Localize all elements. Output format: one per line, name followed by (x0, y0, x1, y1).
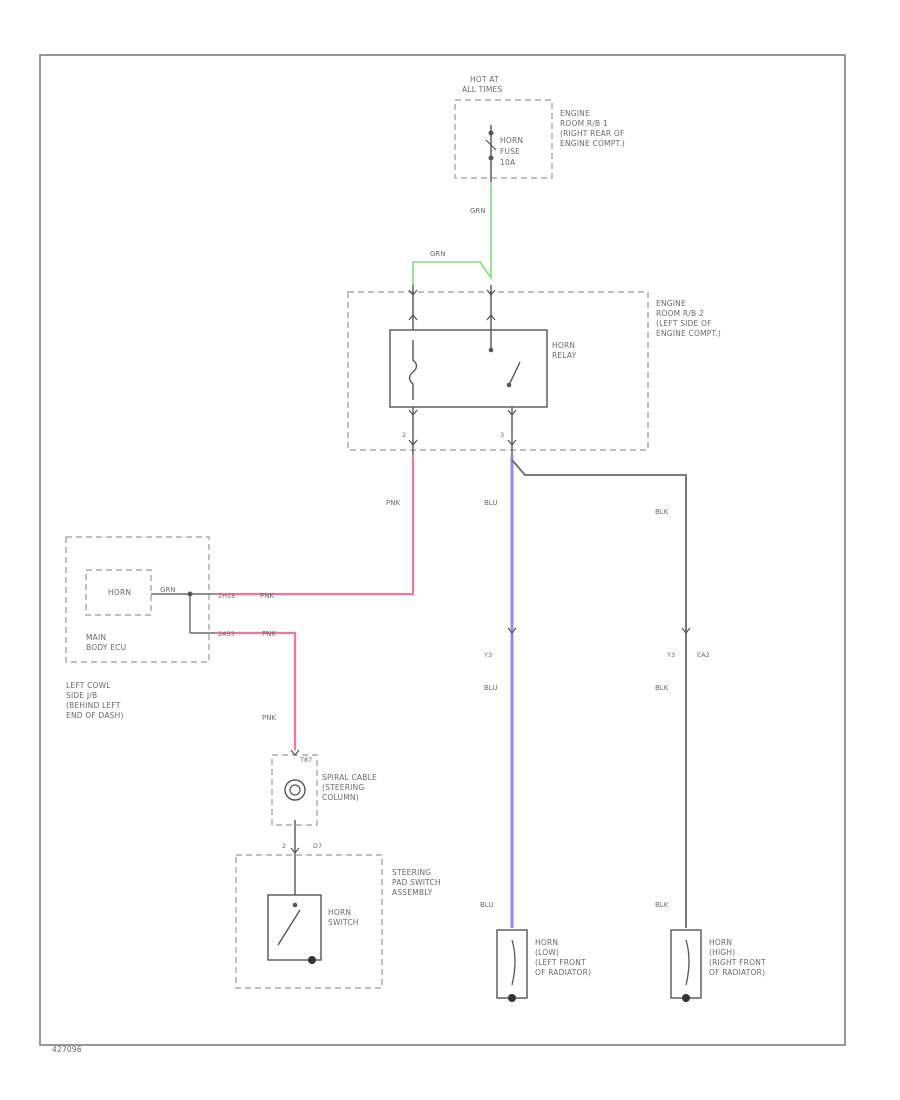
fuse-element-icon (485, 139, 497, 151)
ecu-connector-2: 2A53 (218, 630, 235, 638)
connector-y3: Y3 (483, 651, 492, 659)
horn-low-icon (511, 939, 516, 986)
horn-switch-box (267, 894, 322, 961)
wire-label-grn-b: GRN (430, 250, 446, 258)
wire-label-pnk-b: PNK (260, 592, 274, 600)
spiral-pin: T87 (299, 756, 312, 764)
pad-connector: D7 (313, 842, 322, 850)
jb-label-3: (BEHIND LEFT (66, 701, 121, 710)
relay-switch-arm (508, 361, 521, 386)
spiral-cable-box (271, 754, 318, 826)
ecu-junction-dot (187, 591, 193, 597)
rb1-label-4: ENGINE COMPT.) (560, 139, 625, 148)
spiral-cable-inner (289, 784, 301, 796)
pad-label-2: PAD SWITCH (392, 878, 441, 887)
relay-coil-icon (408, 340, 418, 400)
horn-relay-box (389, 329, 548, 408)
rb1-label-1: ENGINE (560, 109, 590, 118)
wire-label-blk-a: BLK (655, 508, 669, 516)
wire-grn-fuse-to-relay (412, 182, 492, 285)
rb1-label-2: ROOM R/B 1 (560, 119, 608, 128)
wire-label-pnk-a: PNK (386, 499, 400, 507)
fuse-terminal-top (488, 130, 494, 136)
relay-contact-point (488, 347, 494, 353)
hot-label-1: HOT AT (470, 75, 499, 84)
relay-pin-2: 2 (402, 431, 406, 439)
horn-switch-label-1: HORN (328, 908, 351, 917)
relay-connector-ticks (408, 289, 517, 446)
diagram-frame (39, 54, 846, 1046)
wire-label-blu-c: BLU (480, 901, 493, 909)
steering-pad-switch-box (235, 854, 383, 989)
horn-switch-arm (277, 909, 301, 946)
ecu-label-2: BODY ECU (86, 643, 126, 652)
spiral-label-1: SPIRAL CABLE (322, 773, 377, 782)
pad-label-3: ASSEMBLY (392, 888, 433, 897)
horn-high-ground (682, 994, 690, 1002)
wire-label-pnk-c: PNK (262, 630, 276, 638)
connector-ea2: EA2 (697, 651, 710, 659)
wire-pnk-relay-to-ecu (215, 455, 415, 596)
wire-label-grn-ecu: GRN (160, 586, 176, 594)
hot-label-2: ALL TIMES (462, 85, 502, 94)
horn-high-label-4: OF RADIATOR) (709, 968, 765, 977)
wire-label-blu-b: BLU (484, 684, 497, 692)
horn-low-ground (508, 994, 516, 1002)
horn-low-label-2: (LOW) (535, 948, 559, 957)
wire-blk-relay-to-horn-high (511, 459, 687, 928)
rb2-label-1: ENGINE (656, 299, 686, 308)
horn-low-label-1: HORN (535, 938, 558, 947)
relay-switch-pivot (506, 382, 512, 388)
fuse-label-2: FUSE (500, 147, 520, 156)
pad-pin: 2 (282, 842, 286, 850)
wire-label-blk-c: BLK (655, 901, 669, 909)
engine-room-rb2-box (347, 291, 649, 451)
relay-label-2: RELAY (552, 351, 577, 360)
ecu-horn-label: HORN (108, 588, 131, 597)
relay-pin-3: 3 (500, 431, 504, 439)
fuse-terminal-bottom (488, 155, 494, 161)
wire-label-grn-a: GRN (470, 207, 486, 215)
wire-pnk-ecu-to-spiral (215, 631, 297, 750)
rb2-label-2: ROOM R/B 2 (656, 309, 704, 318)
connector-y3b: Y3 (666, 651, 675, 659)
horn-high-icon (685, 939, 690, 986)
rb2-label-4: ENGINE COMPT.) (656, 329, 721, 338)
horn-switch-ground (308, 956, 316, 964)
horn-low-label-3: (LEFT FRONT (535, 958, 586, 967)
jb-label-2: SIDE J/B (66, 691, 97, 700)
rb2-label-3: (LEFT SIDE OF (656, 319, 712, 328)
ecu-label-1: MAIN (86, 633, 106, 642)
rb1-label-3: (RIGHT REAR OF (560, 129, 624, 138)
ecu-connector-1: 2H18 (218, 592, 235, 600)
horn-high-label-3: (RIGHT FRONT (709, 958, 766, 967)
fuse-label-3: 10A (500, 158, 516, 167)
jb-label-1: LEFT COWL (66, 681, 111, 690)
wire-label-blu-a: BLU (484, 499, 497, 507)
horn-switch-contact (292, 902, 298, 908)
left-cowl-jb-box (65, 536, 210, 663)
horn-high-label-1: HORN (709, 938, 732, 947)
horn-high-label-2: (HIGH) (709, 948, 735, 957)
engine-room-rb1-box (454, 99, 553, 179)
wire-label-pnk-d: PNK (262, 714, 276, 722)
horn-low-label-4: OF RADIATOR) (535, 968, 591, 977)
wire-label-blk-b: BLK (655, 684, 669, 692)
main-body-ecu-horn-box (85, 569, 152, 616)
spiral-label-3: COLUMN) (322, 793, 359, 802)
footer-id: 427096 (52, 1045, 82, 1054)
jb-label-4: END OF DASH) (66, 711, 124, 720)
spiral-cable-icon (284, 779, 306, 801)
inline-connector-ticks (290, 627, 691, 854)
pad-label-1: STEERING (392, 868, 431, 877)
horn-switch-label-2: SWITCH (328, 918, 359, 927)
relay-label-1: HORN (552, 341, 575, 350)
spiral-label-2: (STEERING (322, 783, 364, 792)
fuse-label-1: HORN (500, 136, 523, 145)
